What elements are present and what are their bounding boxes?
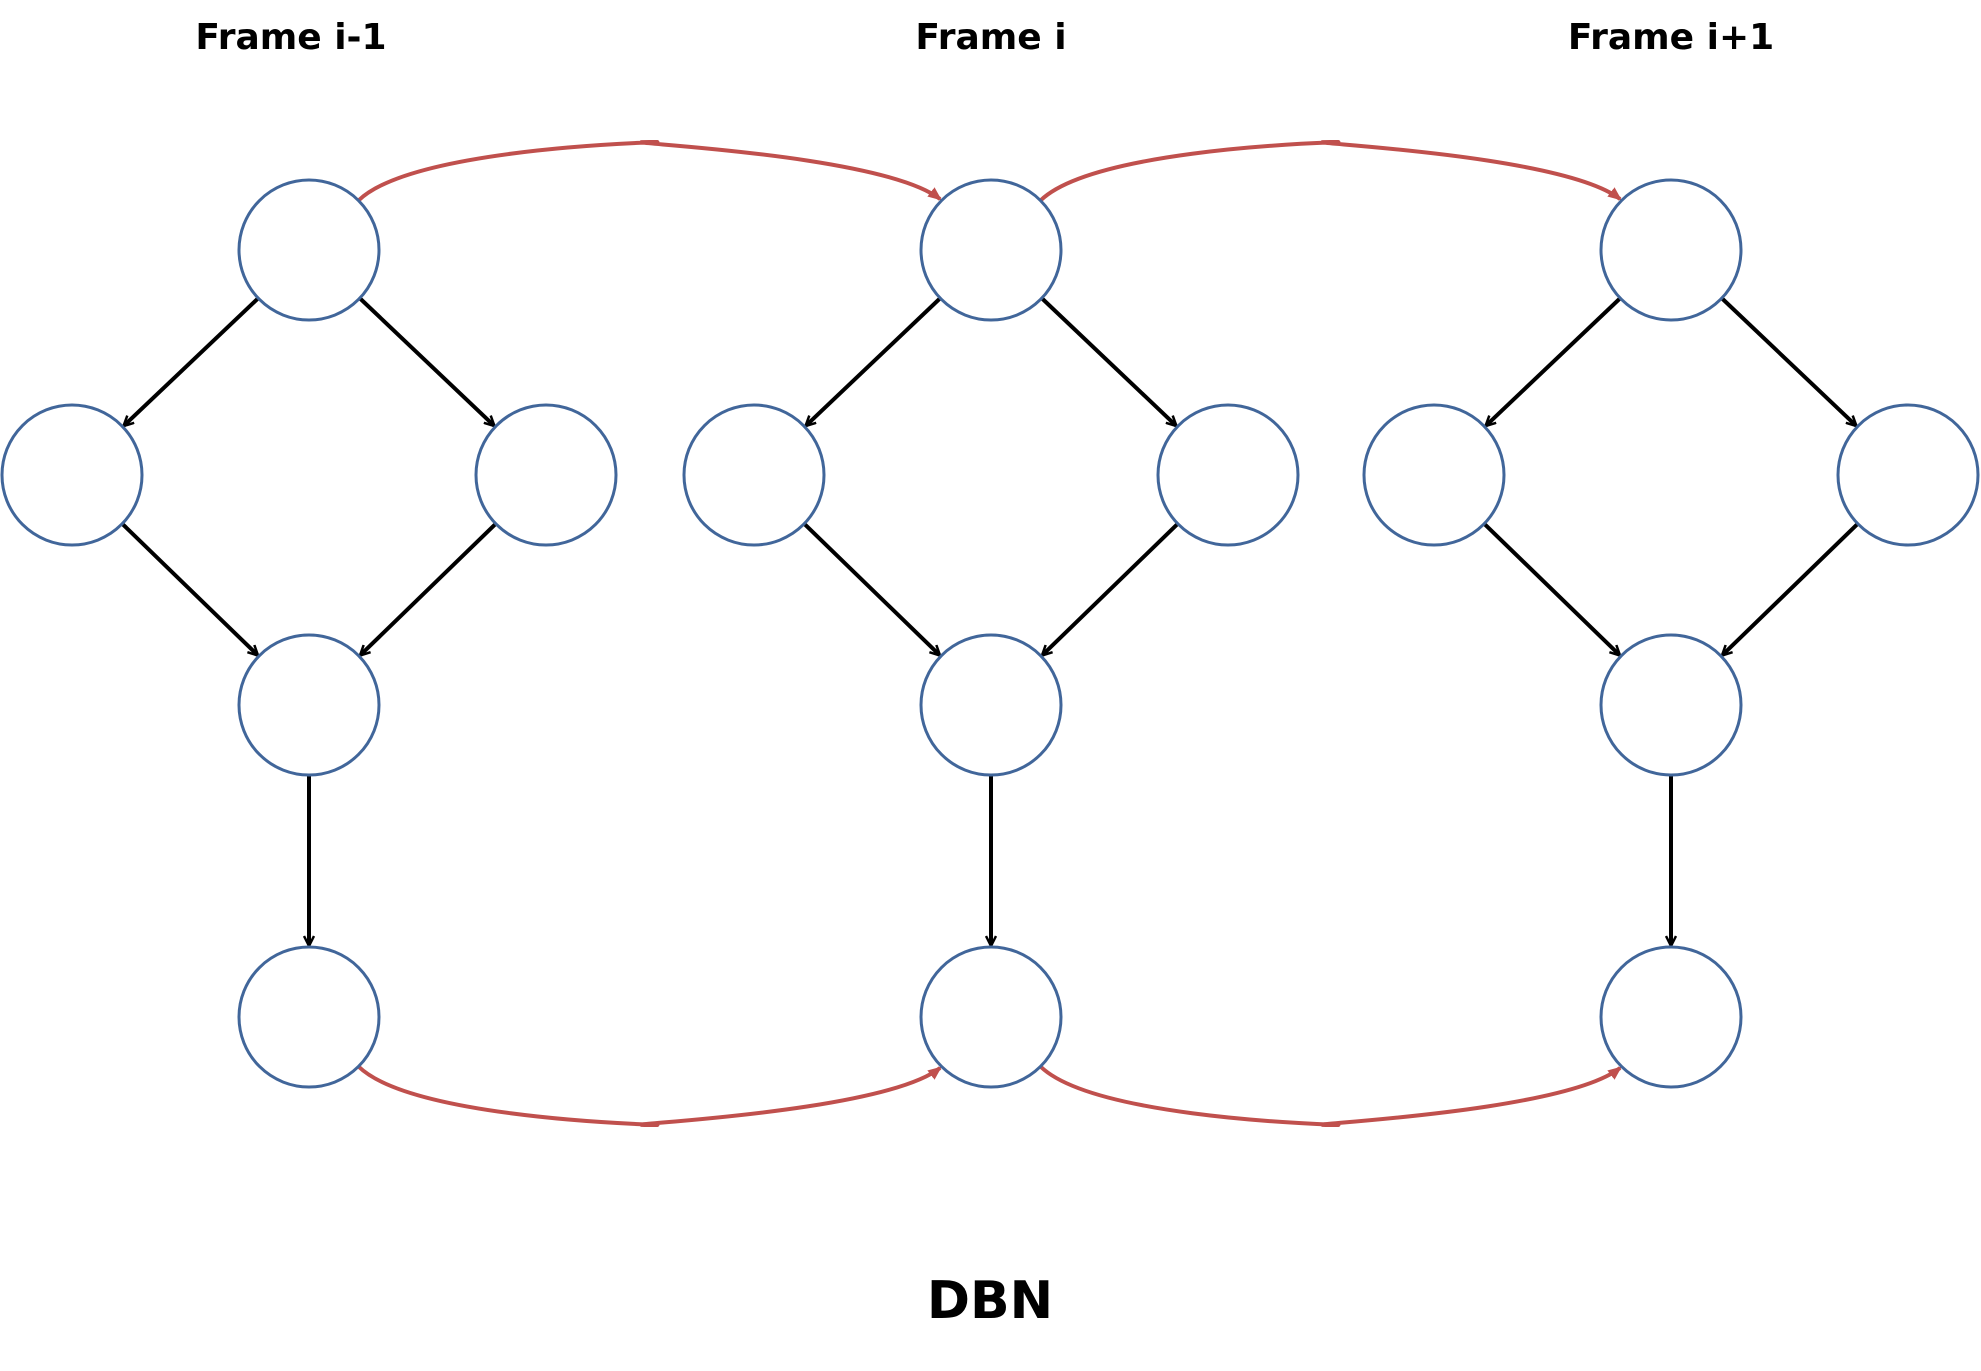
diagram-caption: DBN: [927, 1271, 1053, 1331]
intra-edge-frame2-left-to-middle: [1483, 523, 1619, 654]
node-frame1-right: [1156, 403, 1300, 547]
node-frame0-left: [0, 403, 144, 547]
inter-edge-top-frame0-to-frame1: [357, 139, 942, 202]
node-frame0-top: [237, 178, 381, 322]
node-frame2-right: [1836, 403, 1980, 547]
intra-edge-frame0-left-to-middle: [121, 523, 257, 654]
inter-edge-bottom-frame1-to-frame2: [1039, 1065, 1622, 1128]
node-frame0-bottom: [237, 945, 381, 1089]
nodes-layer: [0, 178, 1980, 1089]
frame-label-0: Frame i-1: [195, 17, 386, 58]
intra-edge-frame2-right-to-middle: [1723, 523, 1859, 654]
intra-edge-frame0-right-to-middle: [361, 523, 497, 654]
frame-label-1: Frame i: [915, 17, 1066, 58]
intra-edge-frame2-top-to-left: [1486, 297, 1621, 426]
node-frame1-left: [682, 403, 826, 547]
edges-layer: [121, 139, 1859, 1128]
node-frame1-bottom: [919, 945, 1063, 1089]
node-frame2-bottom: [1599, 945, 1743, 1089]
intra-edge-frame2-top-to-right: [1721, 297, 1855, 426]
intra-edge-frame1-top-to-left: [806, 297, 941, 426]
node-frame1-top: [919, 178, 1063, 322]
node-frame0-middle: [237, 633, 381, 777]
node-frame2-middle: [1599, 633, 1743, 777]
intra-edge-frame1-top-to-right: [1041, 297, 1175, 426]
intra-edge-frame0-top-to-left: [124, 297, 259, 426]
node-frame2-top: [1599, 178, 1743, 322]
frame-labels: Frame i-1 Frame i Frame i+1: [195, 17, 1774, 58]
inter-edge-bottom-frame0-to-frame1: [357, 1065, 942, 1128]
frame-label-2: Frame i+1: [1568, 17, 1774, 58]
inter-edge-top-frame1-to-frame2: [1039, 139, 1622, 202]
node-frame1-middle: [919, 633, 1063, 777]
intra-edge-frame1-left-to-middle: [803, 523, 939, 654]
node-frame2-left: [1362, 403, 1506, 547]
intra-edge-frame1-right-to-middle: [1043, 523, 1179, 654]
intra-edge-frame0-top-to-right: [359, 297, 493, 426]
node-frame0-right: [474, 403, 618, 547]
